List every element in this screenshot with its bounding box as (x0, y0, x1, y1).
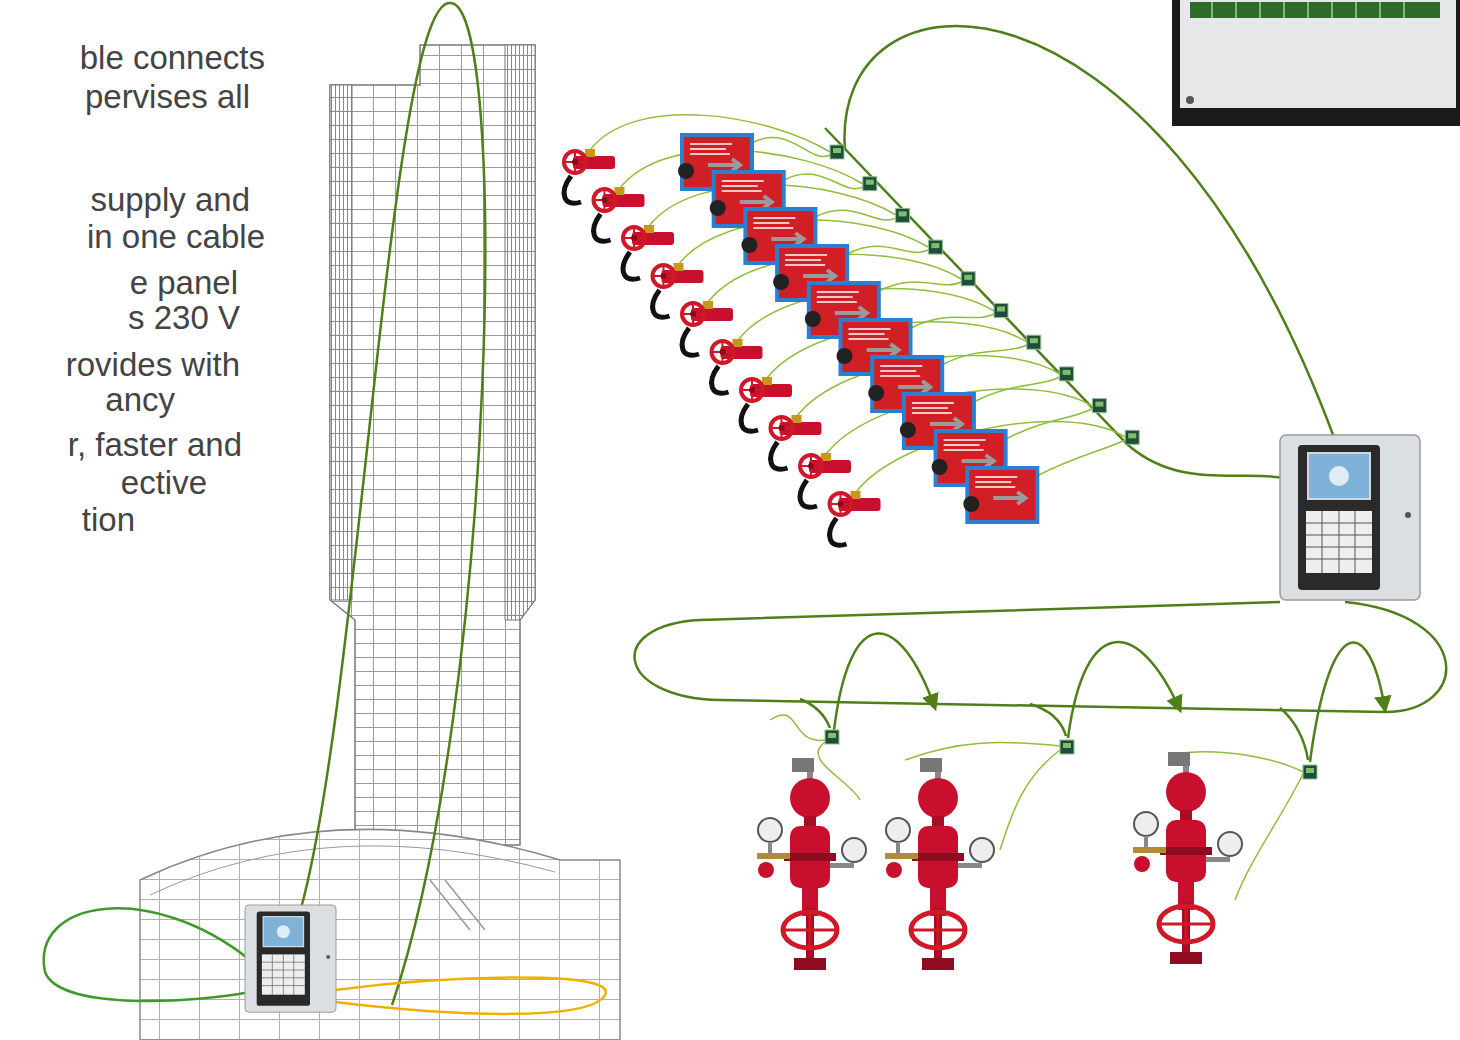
illustration-part (1060, 740, 1074, 754)
bullet-text: supply and (90, 181, 250, 219)
illustration-part (1060, 367, 1074, 381)
illustration-part (800, 699, 830, 728)
bullet-text: e panel (130, 264, 238, 302)
alarm-valves (757, 752, 1242, 970)
illustration-part (825, 128, 1285, 478)
bullet-text: tion (82, 501, 135, 539)
top-right-panel (1172, 0, 1460, 126)
illustration-part (1235, 774, 1303, 900)
bullet-text: pervises all (85, 78, 250, 116)
illustration-part (1280, 708, 1308, 760)
control-valve-row (564, 133, 1039, 545)
illustration-part (815, 210, 896, 220)
illustration-part (994, 304, 1008, 318)
control-panel (1280, 435, 1420, 600)
illustration-part (1303, 765, 1317, 779)
illustration-part (928, 240, 942, 254)
illustration-part (963, 466, 1039, 524)
illustration-part (830, 491, 881, 545)
illustration-part (1310, 643, 1385, 762)
illustration-part (770, 715, 825, 741)
illustration-part (330, 85, 352, 600)
illustration-part (1133, 752, 1242, 964)
bullet-text: ble connects (80, 39, 265, 77)
illustration-part (1037, 440, 1125, 476)
illustration-part (830, 145, 844, 159)
illustration-part (335, 978, 606, 1014)
illustration-part (905, 743, 1060, 760)
illustration-part (1172, 0, 1460, 126)
illustration-part (330, 45, 535, 845)
illustration-part (1186, 96, 1194, 104)
illustration-part (863, 177, 877, 191)
illustration-part (1027, 335, 1041, 349)
illustration-part (1180, 0, 1456, 108)
illustration-part (825, 730, 839, 744)
illustration-part (1000, 750, 1060, 850)
loop-cabling (635, 26, 1447, 762)
illustration-part (961, 272, 975, 286)
illustration-part (885, 758, 994, 970)
illustration-part (757, 758, 866, 970)
control-panel (245, 905, 336, 1012)
illustration-part (896, 208, 910, 222)
illustration-part (44, 908, 250, 1001)
bullet-text: ective (121, 464, 207, 502)
illustration-part (635, 602, 1447, 712)
bullet-text: s 230 V (128, 299, 240, 337)
illustration-part (1190, 2, 1440, 18)
illustration-part (847, 246, 928, 254)
illustration-part (1092, 399, 1106, 413)
illustration-part (1030, 704, 1066, 736)
illustration-part (300, 3, 485, 1005)
bullet-text: r, faster and (68, 426, 242, 464)
bullet-text: rovides with (66, 346, 240, 384)
bullet-text: in one cable (87, 218, 265, 256)
illustration-part (1212, 2, 1404, 18)
illustration-part (505, 45, 535, 620)
bullet-text: ancy (105, 381, 175, 419)
illustration-part (844, 26, 1335, 440)
illustration-part (752, 138, 830, 157)
illustration-part (1068, 642, 1180, 738)
illustration-part (430, 880, 485, 930)
illustration-part (834, 633, 935, 730)
tower-cabling (44, 3, 606, 1014)
illustration-part (150, 846, 555, 895)
interface-modules (825, 145, 1317, 779)
illustration-part (1125, 430, 1139, 444)
